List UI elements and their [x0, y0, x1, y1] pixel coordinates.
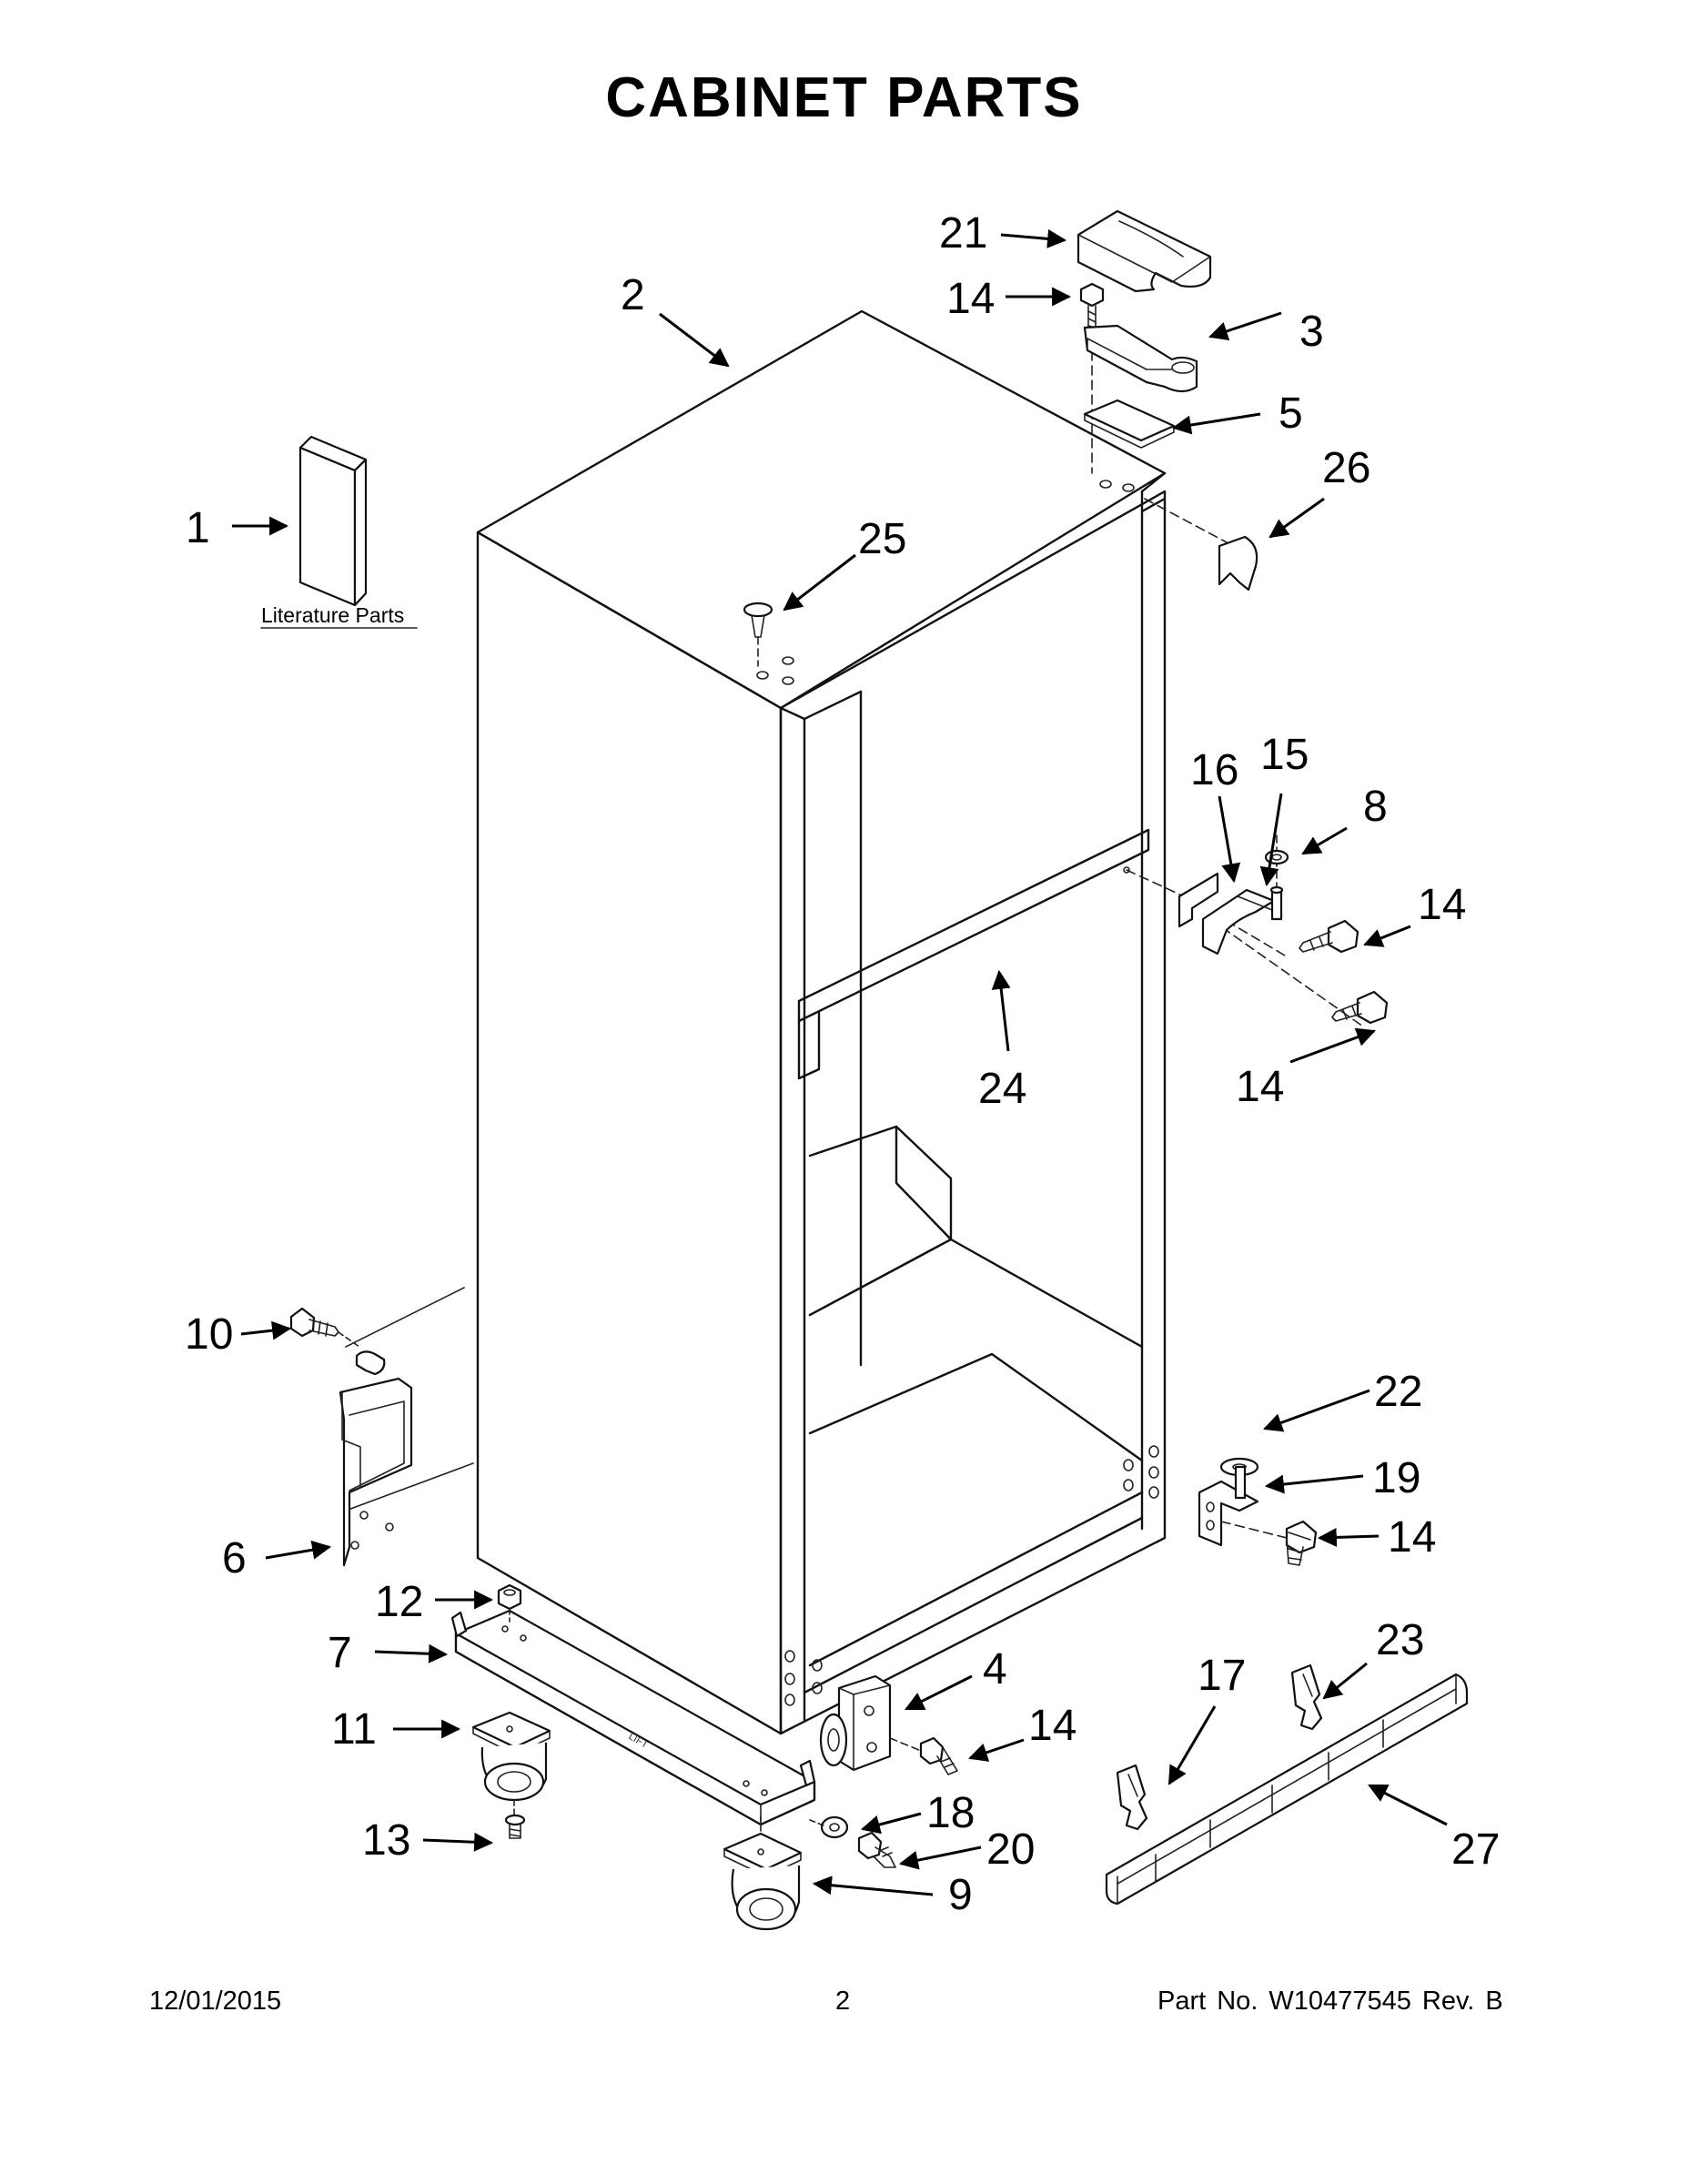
top-plug-button [743, 602, 773, 667]
top-hinge [1083, 324, 1198, 393]
cabinet [476, 309, 1167, 1735]
callout-14-bottom-right: 14 [1388, 1513, 1436, 1562]
page-title: CABINET PARTS [605, 66, 1083, 129]
callout-14-roller: 14 [1028, 1702, 1076, 1750]
front-caster-group [723, 1815, 896, 1931]
callout-27: 27 [1451, 1825, 1500, 1874]
bottom-right-hinge-group [1198, 1457, 1318, 1566]
callout-13: 13 [362, 1816, 410, 1865]
callout-19: 19 [1372, 1454, 1420, 1502]
callout-11: 11 [331, 1705, 377, 1754]
callout-10: 10 [185, 1310, 233, 1359]
callout-23: 23 [1376, 1616, 1424, 1664]
callout-3: 3 [1299, 308, 1324, 356]
callout-6: 6 [222, 1534, 247, 1582]
callout-9: 9 [948, 1871, 973, 1919]
callout-15: 15 [1260, 731, 1309, 779]
literature-parts-label: Literature Parts [261, 603, 404, 627]
callout-17: 17 [1198, 1652, 1246, 1700]
screw-top-hinge [1079, 282, 1105, 474]
callout-14-center-upper: 14 [1418, 881, 1466, 929]
hinge-plug [1144, 498, 1258, 592]
callout-1: 1 [186, 504, 210, 552]
callout-labels: 1 2 3 4 5 6 7 8 9 10 11 12 13 14 14 14 1… [185, 209, 1500, 1919]
callout-8: 8 [1363, 783, 1388, 831]
callout-7: 7 [328, 1629, 352, 1677]
callout-21: 21 [939, 209, 987, 258]
caster-left [471, 1711, 551, 1839]
left-bracket-group [289, 1287, 474, 1567]
literature-parts-book [298, 435, 368, 607]
callout-18: 18 [926, 1789, 975, 1837]
top-hinge-cover [1076, 209, 1212, 293]
callout-14-center-lower: 14 [1236, 1063, 1284, 1111]
callout-26: 26 [1322, 444, 1370, 492]
callout-16: 16 [1190, 746, 1238, 794]
center-hinge-group [1126, 834, 1389, 1027]
footer-part-number: Part No. W10477545 Rev. B [1157, 1987, 1503, 2016]
callout-25: 25 [858, 515, 906, 563]
callout-4: 4 [983, 1645, 1007, 1694]
callout-2: 2 [621, 271, 645, 319]
hinge-shim [1083, 399, 1176, 449]
callout-12: 12 [375, 1578, 423, 1626]
footer-date: 12/01/2015 [149, 1987, 282, 2016]
toe-grille-group [1105, 1663, 1469, 1906]
leader-arrows [232, 228, 1448, 1896]
callout-5: 5 [1279, 389, 1303, 438]
callout-24: 24 [978, 1065, 1026, 1113]
footer-page-number: 2 [835, 1987, 851, 2016]
front-roller-bracket [819, 1674, 958, 1775]
base-rail: LIFT [450, 1583, 816, 1826]
callout-22: 22 [1374, 1368, 1422, 1416]
callout-20: 20 [986, 1825, 1035, 1874]
callout-14-top: 14 [946, 275, 995, 323]
